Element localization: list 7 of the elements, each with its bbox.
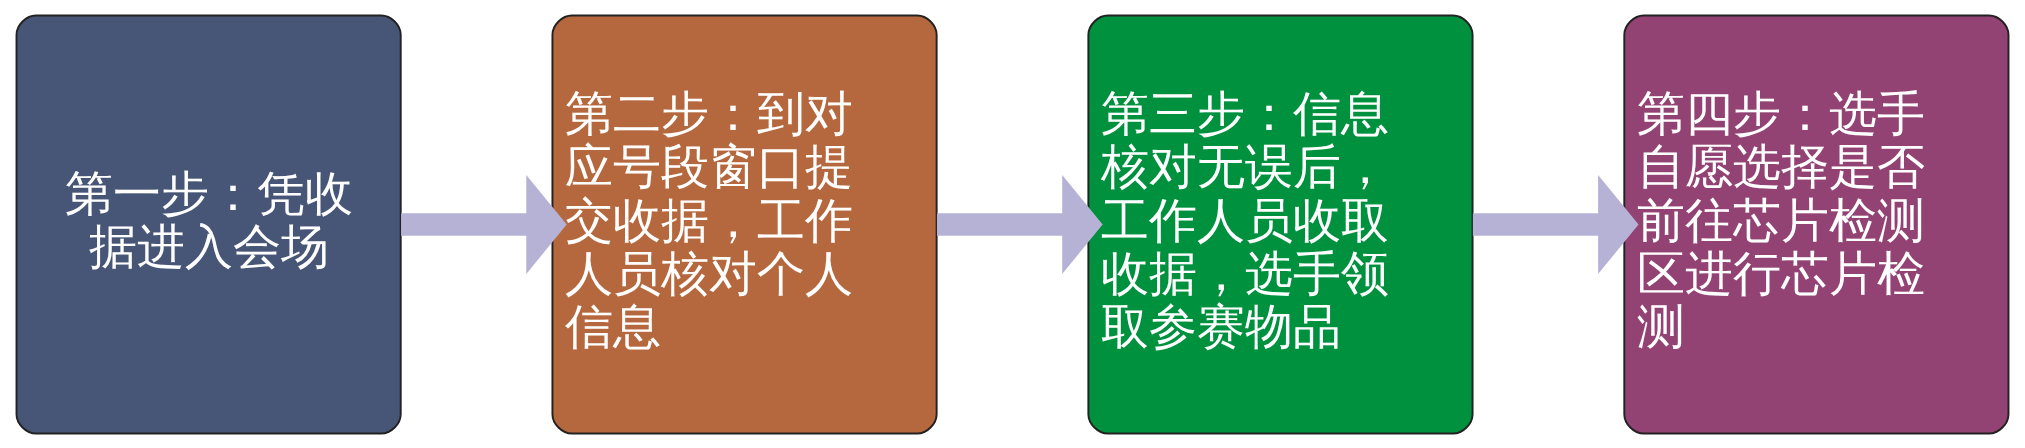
node-box: 第二步：到对应号段窗口提交收据，工作人员核对个人信息 [551,14,938,434]
node-box: 第一步：凭收据进入会场 [15,14,402,434]
arrow [1472,174,1639,274]
node-box: 第四步：选手自愿选择是否前往芯片检测区进行芯片检测 [1623,14,2010,434]
arrow [401,174,567,274]
arrow [936,174,1103,274]
node-box: 第三步：信息核对无误后，工作人员收取收据，选手领取参赛物品 [1087,14,1474,434]
